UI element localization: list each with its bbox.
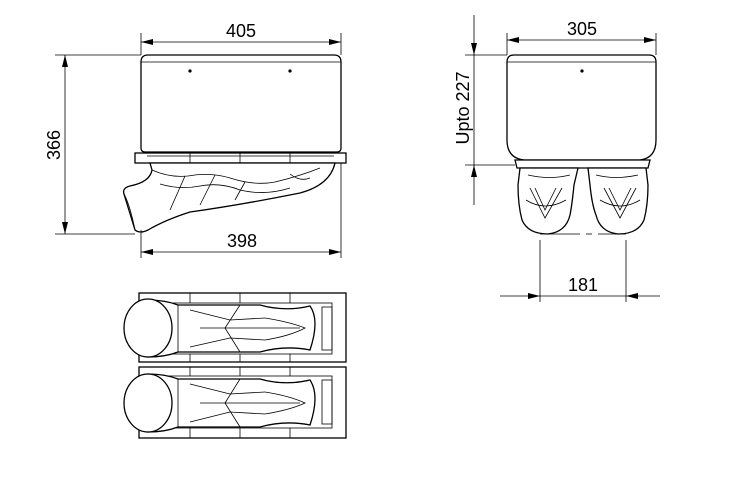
side-nozzle bbox=[122, 162, 336, 233]
side-housing bbox=[140, 54, 342, 153]
top-unit-upper bbox=[123, 292, 347, 363]
dim-nozzle-spacing: 181 bbox=[568, 275, 598, 295]
side-flange bbox=[134, 152, 347, 164]
side-view: 405 366 398 bbox=[44, 21, 347, 258]
dim-side-width-top: 405 bbox=[226, 21, 256, 41]
dim-front-height: Upto 227 bbox=[453, 71, 473, 144]
front-view: 305 Upto 227 181 bbox=[453, 15, 660, 302]
dim-side-height: 366 bbox=[44, 130, 64, 160]
dim-front-width: 305 bbox=[567, 19, 597, 39]
front-housing bbox=[506, 54, 657, 161]
top-unit-lower bbox=[123, 366, 347, 439]
top-view bbox=[123, 292, 347, 439]
dim-side-width-bottom: 398 bbox=[227, 231, 257, 251]
